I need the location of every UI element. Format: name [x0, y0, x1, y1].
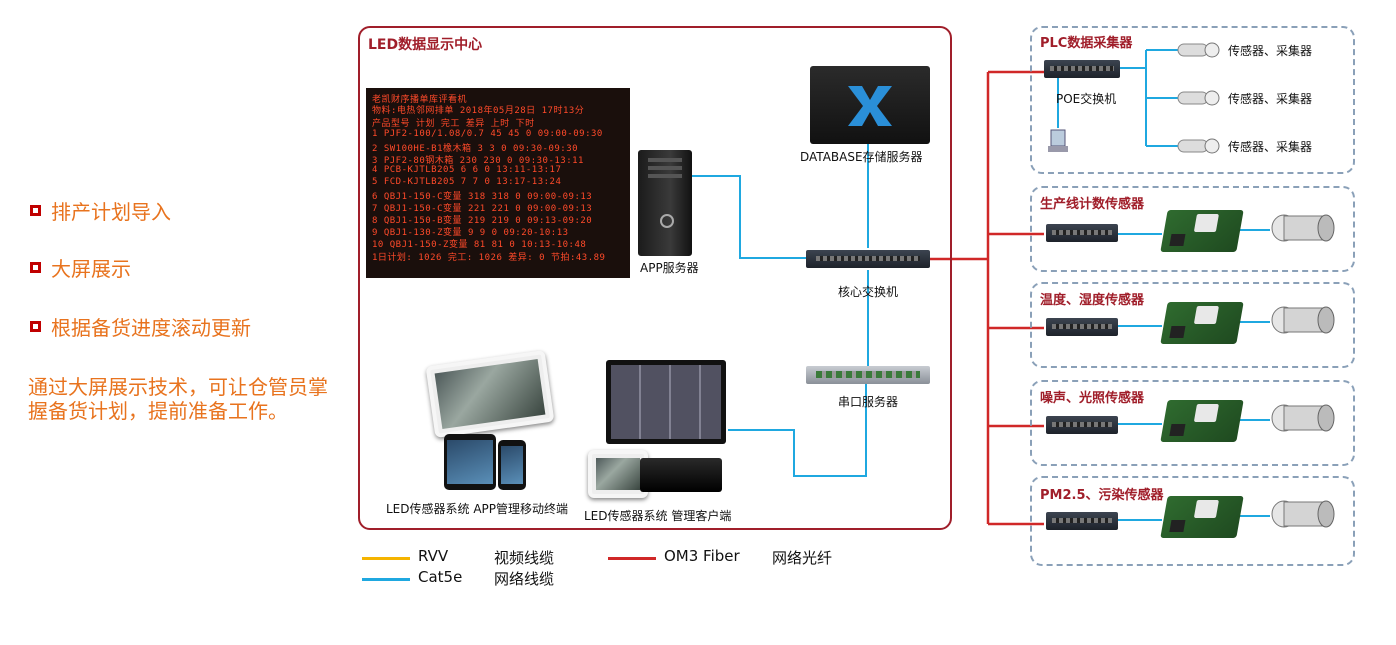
sensor-board-icon [1160, 496, 1244, 538]
desktop-box-icon [640, 458, 722, 492]
center-title: LED数据显示中心 [368, 37, 483, 53]
small-tablet-icon [588, 450, 648, 498]
led-row: 1日计划: 1026 完工: 1026 差异: 0 节拍:43.89 [372, 253, 606, 263]
tablet-dark-icon [444, 434, 496, 490]
database-server-label: DATABASE存储服务器 [800, 150, 923, 164]
led-display-board: 老凯财序播单库评看机 物料:电热邻网排单 2018年05月28日 17时13分 … [366, 88, 630, 278]
legend-fiber-line [608, 557, 656, 560]
checkbox-icon [30, 205, 41, 216]
phone-icon [498, 440, 526, 490]
led-row: 4 PCB-KJTLB205 6 6 0 13:11-13:17 [372, 165, 562, 175]
app-server-label: APP服务器 [640, 261, 699, 275]
legend-rvv-line [362, 557, 410, 560]
switch-icon [1046, 512, 1118, 530]
line-client-to-serial [728, 384, 867, 477]
led-row: 1 PJF2-100/1.08/0.7 45 45 0 09:00-09:30 [372, 129, 603, 139]
probe-sensor-icon [1271, 306, 1335, 334]
sensor-label: 传感器、采集器 [1228, 92, 1313, 106]
bullet-rolling-update: 根据备货进度滚动更新 [30, 312, 251, 341]
app-server-icon [638, 150, 692, 256]
bullet-text: 大屏展示 [51, 257, 131, 281]
led-center-frame [358, 26, 952, 530]
led-row: 产品型号 计划 完工 差异 上时 下时 [372, 119, 535, 129]
bullet-text: 根据备货进度滚动更新 [51, 316, 251, 340]
sensor-icon [1177, 42, 1220, 58]
sensor-board-icon [1160, 302, 1244, 344]
legend-rvv-code: RVV [418, 547, 449, 565]
x-logo-icon [848, 86, 892, 126]
led-row: 10 QBJ1-150-Z变量 81 81 0 10:13-10:48 [372, 240, 587, 250]
bullet-big-screen: 大屏展示 [30, 253, 131, 282]
checkbox-icon [30, 321, 41, 332]
sensor-label: 传感器、采集器 [1228, 140, 1313, 154]
led-row: 老凯财序播单库评看机 [372, 95, 468, 105]
database-server-icon [810, 66, 930, 144]
switch-icon [1046, 224, 1118, 242]
checkbox-icon [30, 262, 41, 273]
mobile-terminal-label: LED传感器系统 APP管理移动终端 [386, 502, 569, 516]
switch-icon [1046, 318, 1118, 336]
core-switch-label: 核心交换机 [838, 285, 899, 299]
plc-title: PLC数据采集器 [1040, 36, 1133, 51]
led-row: 6 QBJ1-150-C变量 318 318 0 09:00-09:13 [372, 192, 593, 202]
monitor-icon [606, 360, 726, 444]
sensor-group-box [1030, 282, 1355, 368]
legend-cat5e-line [362, 578, 410, 581]
legend-rvv-name: 视频线缆 [494, 549, 555, 567]
probe-sensor-icon [1271, 214, 1335, 242]
plc-collector-icon [1048, 129, 1068, 152]
led-row: 7 QBJ1-150-C变量 221 221 0 09:00-09:13 [372, 204, 593, 214]
led-row: 3 PJF2-80钢木箱 230 230 0 09:30-13:11 [372, 156, 584, 166]
probe-sensor-icon [1271, 404, 1335, 432]
poe-switch-icon [1044, 60, 1120, 78]
sensor-icon [1177, 90, 1220, 106]
led-row: 物料:电热邻网排单 2018年05月28日 17时13分 [372, 106, 585, 116]
legend-cat5e-code: Cat5e [418, 568, 463, 586]
sensor-group-title: PM2.5、污染传感器 [1040, 488, 1164, 503]
line-app-to-switch [692, 175, 810, 259]
led-row: 8 QBJ1-150-B变量 219 219 0 09:13-09:20 [372, 216, 593, 226]
sensor-board-icon [1160, 400, 1244, 442]
switch-icon [1046, 416, 1118, 434]
plc-group-box [1030, 26, 1355, 174]
sensor-label: 传感器、采集器 [1228, 44, 1313, 58]
sensor-group-box [1030, 380, 1355, 466]
legend-fiber-name: 网络光纤 [772, 549, 833, 567]
led-row: 5 FCD-KJTLB205 7 7 0 13:17-13:24 [372, 177, 562, 187]
led-row: 2 SW100HE-B1橡木箱 3 3 0 09:30-09:30 [372, 144, 579, 154]
sensor-group-title: 温度、湿度传感器 [1040, 293, 1145, 308]
client-terminal-label: LED传感器系统 管理客户端 [584, 509, 732, 523]
bullet-text: 排产计划导入 [51, 200, 171, 224]
bullet-schedule-import: 排产计划导入 [30, 196, 171, 225]
core-switch-icon [806, 250, 930, 268]
legend-fiber-code: OM3 Fiber [664, 547, 740, 565]
description-text: 通过大屏展示技术，可让仓管员掌握备货计划，提前准备工作。 [28, 375, 328, 423]
legend-cat5e-name: 网络线缆 [494, 570, 555, 588]
sensor-group-box [1030, 476, 1355, 566]
sensor-icon [1177, 138, 1220, 154]
led-row: 9 QBJ1-130-Z变量 9 9 0 09:20-10:13 [372, 228, 569, 238]
sensor-group-title: 噪声、光照传感器 [1040, 391, 1145, 406]
serial-server-icon [806, 366, 930, 384]
poe-switch-label: POE交换机 [1056, 92, 1117, 106]
sensor-group-box [1030, 186, 1355, 272]
sensor-group-title: 生产线计数传感器 [1040, 197, 1145, 212]
sensor-board-icon [1160, 210, 1244, 252]
serial-server-label: 串口服务器 [838, 395, 899, 409]
probe-sensor-icon [1271, 500, 1335, 528]
